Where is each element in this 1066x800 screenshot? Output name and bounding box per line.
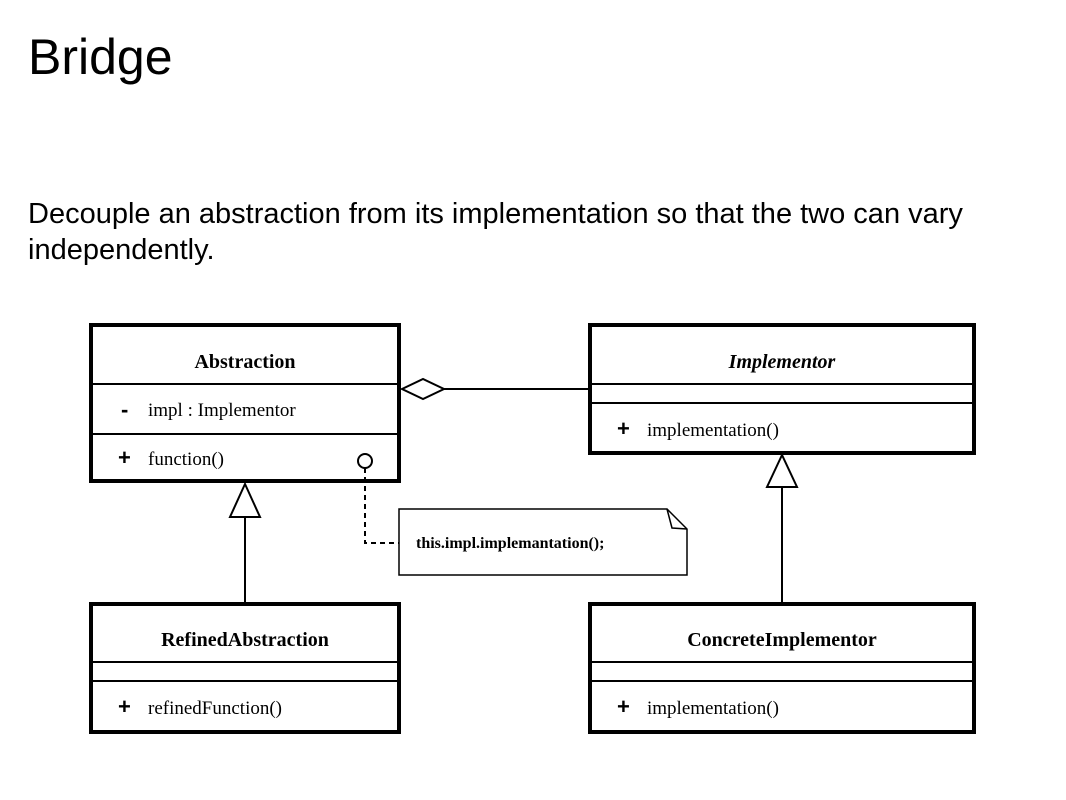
- class-abstraction-name: Abstraction: [194, 351, 295, 373]
- class-concrete-implementor-name: ConcreteImplementor: [687, 629, 877, 651]
- note-box: [398, 508, 688, 576]
- note-anchor-dashed-line: [364, 468, 399, 544]
- class-implementor-box: [588, 323, 976, 455]
- class-concrete-implementor-box: [588, 602, 976, 734]
- class-refined-abstraction-operation: refinedFunction(): [148, 698, 282, 719]
- class-implementor-operation: implementation(): [647, 420, 779, 441]
- class-concrete-implementor-operation-visibility: +: [617, 694, 630, 719]
- generalization-concrete-to-implementor: [765, 452, 799, 604]
- aggregation-diamond: [399, 377, 447, 401]
- class-implementor-name: Implementor: [728, 351, 836, 373]
- class-abstraction-attribute: impl : Implementor: [148, 400, 296, 421]
- aggregation-connector: [399, 377, 590, 401]
- note-text: this.impl.implemantation();: [416, 535, 604, 552]
- class-abstraction-box: [89, 323, 401, 483]
- generalization-refined-to-abstraction: [228, 481, 262, 604]
- slide-description: Decouple an abstraction from its impleme…: [28, 198, 963, 266]
- class-abstraction-attribute-visibility: -: [121, 397, 128, 422]
- class-refined-abstraction: RefinedAbstraction + refinedFunction(): [89, 602, 401, 734]
- class-concrete-implementor-operation: implementation(): [647, 698, 779, 719]
- class-implementor: Implementor + implementation(): [588, 323, 976, 455]
- class-abstraction-operation: function(): [148, 449, 224, 470]
- slide-title: Bridge: [28, 29, 173, 85]
- note-fold: [666, 508, 688, 530]
- class-concrete-implementor: ConcreteImplementor + implementation(): [588, 602, 976, 734]
- generalization-triangle-right: [765, 452, 799, 488]
- note-anchor-circle: [357, 453, 373, 469]
- class-refined-abstraction-box: [89, 602, 401, 734]
- generalization-triangle-left: [228, 481, 262, 518]
- class-implementor-operation-visibility: +: [617, 416, 630, 441]
- note: this.impl.implemantation();: [398, 508, 688, 576]
- class-abstraction: Abstraction - impl : Implementor + funct…: [89, 323, 401, 483]
- note-anchor-connector: [357, 453, 399, 544]
- class-abstraction-operation-visibility: +: [118, 445, 131, 470]
- class-refined-abstraction-operation-visibility: +: [118, 694, 131, 719]
- class-refined-abstraction-name: RefinedAbstraction: [161, 629, 329, 651]
